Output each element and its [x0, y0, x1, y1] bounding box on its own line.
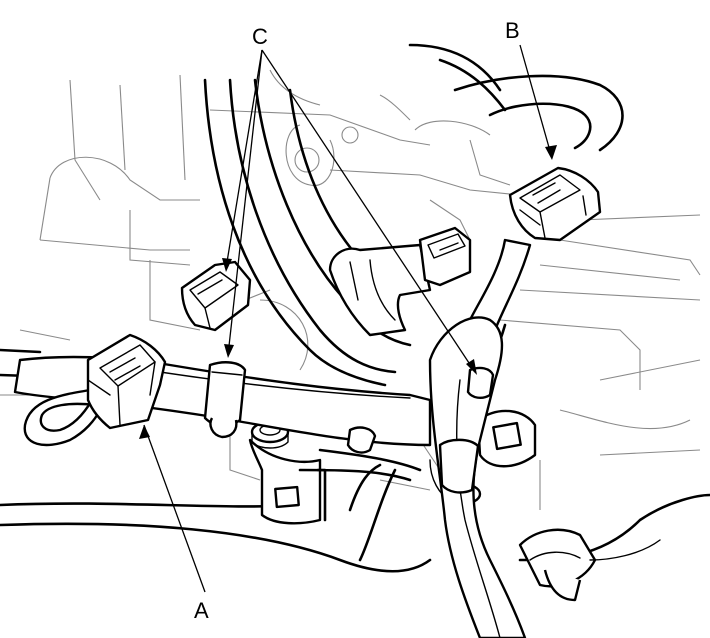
leader-a	[143, 424, 206, 593]
harness-clamps	[203, 361, 495, 494]
label-c: C	[252, 24, 268, 49]
leader-b	[519, 44, 553, 159]
arrow-a	[139, 425, 150, 439]
leader-c-3	[261, 49, 476, 373]
connector-sensor	[328, 226, 472, 337]
arrow-b	[545, 145, 557, 160]
connectors	[86, 166, 661, 602]
engine-background	[0, 69, 701, 510]
connector-a	[86, 333, 167, 430]
bracket-lower	[248, 438, 327, 525]
leader-c-2	[227, 49, 263, 356]
arrow-c-2	[224, 344, 234, 358]
arrow-c-3	[466, 359, 477, 375]
arrowheads	[139, 145, 557, 439]
small-clip	[346, 426, 377, 454]
hose-clamp	[518, 528, 661, 602]
label-a: A	[194, 598, 209, 623]
connector-upper-left	[180, 260, 252, 332]
clamp-left	[203, 361, 247, 439]
leader-c-1	[225, 49, 263, 269]
bracket-right	[476, 409, 537, 468]
clamp-lower	[438, 438, 480, 494]
clamp-right	[466, 366, 495, 400]
harness-brackets	[248, 409, 537, 525]
leader-lines	[143, 44, 553, 593]
label-b: B	[505, 18, 520, 43]
connector-b	[508, 166, 602, 242]
arrow-c-1	[222, 258, 232, 272]
